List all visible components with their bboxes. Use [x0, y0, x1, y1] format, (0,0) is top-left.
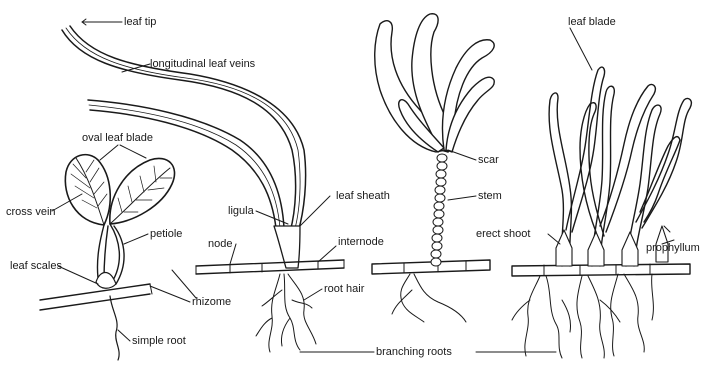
label-ligula: ligula	[228, 205, 254, 217]
label-leaf-sheath: leaf sheath	[336, 190, 390, 202]
beaded-stem	[431, 154, 447, 266]
stemmed-plant	[372, 14, 494, 322]
label-petiole: petiole	[150, 228, 182, 240]
label-node: node	[208, 238, 232, 250]
label-longitudinal-leaf-veins: longitudinal leaf veins	[150, 58, 255, 70]
label-internode: internode	[338, 236, 384, 248]
label-simple-root: simple root	[132, 335, 186, 347]
oval-leaf-plant	[40, 155, 175, 360]
label-branching-roots: branching roots	[376, 346, 452, 358]
label-scar: scar	[478, 154, 499, 166]
label-leaf-blade: leaf blade	[568, 16, 616, 28]
label-rhizome: rhizome	[192, 296, 231, 308]
label-stem: stem	[478, 190, 502, 202]
multi-shoot-plant	[512, 67, 691, 358]
label-leaf-scales: leaf scales	[10, 260, 62, 272]
label-cross-vein: cross vein	[6, 206, 56, 218]
label-prophyllum: prophyllum	[646, 242, 700, 254]
label-leaf-tip: leaf tip	[124, 16, 156, 28]
label-root-hair: root hair	[324, 283, 364, 295]
label-oval-leaf-blade: oval leaf blade	[82, 132, 153, 144]
label-erect-shoot: erect shoot	[476, 228, 530, 240]
